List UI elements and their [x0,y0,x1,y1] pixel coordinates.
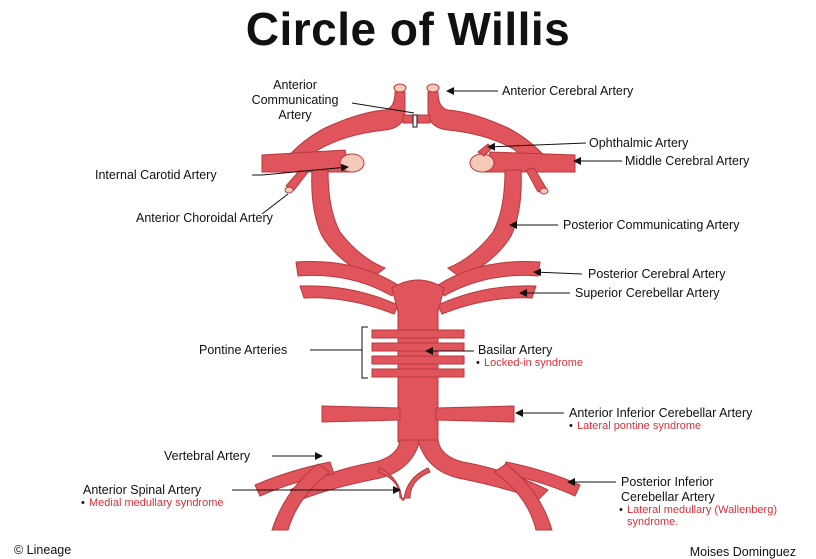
label-basilar: Basilar Artery [478,343,553,357]
label-vertebral: Vertebral Artery [164,449,251,463]
note-pica-2: syndrome. [627,516,678,528]
pontine-artery [372,356,464,364]
anterior-spinal-artery [378,468,430,500]
label-anterior-cerebral: Anterior Cerebral Artery [502,84,634,98]
aica-right [436,406,514,422]
bullet-basilar: • [476,357,480,369]
copyright-credit: © Lineage [14,543,71,557]
label-internal-carotid: Internal Carotid Artery [95,168,217,182]
label-aica: Anterior Inferior Cerebellar Artery [569,406,753,420]
label-anterior-spinal: Anterior Spinal Artery [83,483,202,497]
anterior-cerebral-cut-left [394,84,406,92]
anterior-cerebral-cut-right [427,84,439,92]
bullet-anterior-spinal: • [81,497,85,509]
internal-carotid-artery-left [262,150,350,172]
pontine-artery [372,343,464,351]
label-posterior-communicating: Posterior Communicating Artery [563,218,740,232]
internal-carotid-cut-right [470,154,494,172]
label-anterior-communicating-1: Anterior [273,78,317,92]
aica-left [322,406,400,422]
bullet-aica: • [569,420,573,432]
label-posterior-cerebral: Posterior Cerebral Artery [588,267,726,281]
label-anterior-communicating-2: Communicating [252,93,339,107]
bullet-pica: • [619,504,623,516]
note-aica: Lateral pontine syndrome [577,420,701,432]
label-middle-cerebral: Middle Cerebral Artery [625,154,750,168]
label-pica-1: Posterior Inferior [621,475,713,489]
pontine-artery [372,330,464,338]
internal-carotid-cut-left [340,154,364,172]
note-anterior-spinal: Medial medullary syndrome [89,497,224,509]
artery-network [255,84,580,530]
label-anterior-communicating-3: Artery [278,108,312,122]
note-pica-1: Lateral medullary (Wallenberg) [627,504,777,516]
label-anterior-choroidal: Anterior Choroidal Artery [136,211,274,225]
note-basilar: Locked-in syndrome [484,357,583,369]
label-pica-2: Cerebellar Artery [621,490,716,504]
label-ophthalmic: Ophthalmic Artery [589,136,689,150]
bracket-pontine [310,327,368,378]
label-pontine: Pontine Arteries [199,343,287,357]
pontine-artery [372,369,464,377]
label-superior-cerebellar: Superior Cerebellar Artery [575,286,720,300]
author-credit: Moises Dominguez [690,545,796,559]
arrow-posterior-cerebral [534,272,582,274]
